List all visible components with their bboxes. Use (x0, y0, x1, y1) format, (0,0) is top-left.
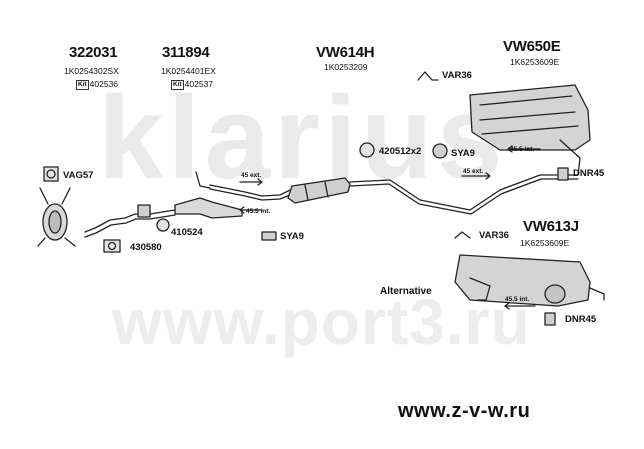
group-322031-code: 1K0254302SX (64, 66, 119, 76)
watermark-brand: klarius (98, 72, 507, 204)
group-311894-code: 1K0254401EX (161, 66, 216, 76)
part-430580: 430580 (130, 242, 162, 253)
kit-badge: Kit (76, 80, 89, 90)
footer-url: www.z-v-w.ru (398, 400, 531, 422)
group-vw614h-id: VW614H (316, 44, 375, 61)
dim-rear-int-lower: 45.5 int. (505, 296, 530, 303)
part-dnr45-upper: DNR45 (573, 168, 605, 179)
group-322031-id: 322031 (69, 44, 118, 61)
part-var36-lower: VAR36 (479, 230, 509, 241)
rear-silencer-vw650e (469, 84, 591, 151)
gasket-430580 (103, 239, 121, 253)
mid-pipe (349, 174, 579, 211)
part-sya9-upper: SYA9 (451, 148, 475, 159)
centre-silencer (287, 177, 351, 204)
dim-rear-int-upper: 45.5 int. (510, 146, 535, 153)
group-vw613j-code: 1K6253609E (520, 238, 570, 248)
group-vw650e-id: VW650E (503, 38, 561, 55)
alternative-label: Alternative (380, 286, 432, 297)
group-311894-id: 311894 (162, 44, 210, 61)
front-pipe-311894 (174, 197, 243, 219)
dim-front-ext: 45 ext. (241, 172, 262, 179)
part-var36-upper: VAR36 (442, 70, 472, 81)
group-vw650e-code: 1K6253609E (510, 57, 560, 67)
kit-code: 402537 (184, 79, 214, 89)
mount-dnr45-lower (544, 312, 556, 326)
rubber-mount-sya9-lower (261, 231, 277, 241)
part-vag57: VAG57 (63, 170, 94, 181)
part-dnr45-lower: DNR45 (565, 314, 597, 325)
main-pipe (209, 184, 291, 197)
part-410524: 410524 (171, 227, 203, 238)
hanger-var36-lower (454, 231, 471, 239)
clamp-410524 (156, 218, 170, 232)
flex-joint (137, 204, 151, 218)
dim-front-int: 45.5 int. (246, 208, 271, 215)
part-420512x2: 420512x2 (379, 146, 422, 157)
watermark-site: www.port3.ru (112, 286, 531, 358)
group-vw614h-code: 1K0253209 (324, 62, 368, 72)
kit-code: 402536 (89, 79, 119, 89)
kit-badge: Kit (171, 80, 184, 90)
mount-dnr45-upper (557, 167, 569, 181)
part-sya9-lower: SYA9 (280, 231, 304, 242)
rubber-mount-sya9-upper (432, 143, 448, 159)
clamp-420512 (359, 142, 375, 158)
hanger-var36-upper (417, 71, 439, 81)
group-vw613j-id: VW613J (523, 218, 579, 235)
gasket-vag57 (43, 166, 59, 182)
dim-rear-ext: 45 ext. (463, 168, 484, 175)
